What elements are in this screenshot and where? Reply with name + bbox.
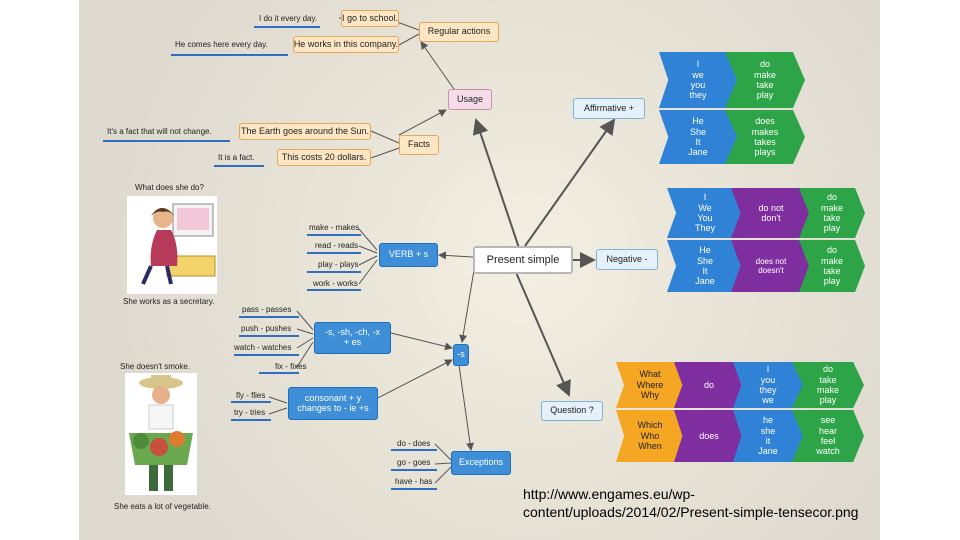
present-simple-center-node: Present simple <box>473 246 573 274</box>
facts-node: Facts <box>399 135 439 155</box>
negative-subject-2: He She It Jane <box>667 240 743 292</box>
exceptions-example-3: have - has <box>395 477 433 486</box>
farmer-with-vegetables-illustration <box>125 373 197 495</box>
facts-example-4: This costs 20 dollars. <box>277 149 371 166</box>
secretary-illustration <box>127 196 217 294</box>
facts-example-1: It's a fact that will not change. <box>107 127 212 136</box>
negative-aux-2: does not doesn't <box>731 240 811 292</box>
question-node: Question ? <box>541 401 603 421</box>
s-example-1: pass - passes <box>242 305 292 314</box>
caption-answer-2: She eats a lot of vegetable. <box>114 502 211 511</box>
affirmative-verb-2: does makes takes plays <box>725 110 805 164</box>
s-node: -s <box>453 344 469 366</box>
exceptions-example-2: go - goes <box>397 458 431 467</box>
mind-map-panel: I do it every day. I go to school. He co… <box>79 0 880 540</box>
verb-example-1: make - makes <box>309 223 360 232</box>
verb-s-node: VERB + s <box>379 243 438 267</box>
question-aux-1: do <box>674 362 744 408</box>
s-sh-ch-x-rule-node: -s, -sh, -ch, -x + es <box>314 322 391 354</box>
affirmative-verb-1: do make take play <box>725 52 805 108</box>
caption-answer-1: She works as a secretary. <box>123 297 215 306</box>
affirmative-subject-1: I we you they <box>659 52 737 108</box>
question-aux-2: does <box>674 410 744 462</box>
exceptions-node: Exceptions <box>451 451 511 475</box>
negative-subject-1: I We You They <box>667 188 743 238</box>
question-wh-2: Which Who When <box>616 410 684 462</box>
y-example-1: fly - flies <box>236 391 266 400</box>
caption-question-2: She doesn't smoke. <box>120 362 191 371</box>
regular-actions-node: Regular actions <box>419 22 499 42</box>
negative-node: Negative - <box>596 249 658 270</box>
s-example-4: fix - fixes <box>275 362 307 371</box>
question-verb-2: see hear feel watch <box>792 410 864 462</box>
usage-example-2: I go to school. <box>341 10 399 27</box>
usage-example-1: I do it every day. <box>259 14 318 23</box>
facts-example-2: The Earth goes around the Sun. <box>239 123 371 140</box>
usage-node: Usage <box>448 89 492 110</box>
question-verb-1: do take make play <box>792 362 864 408</box>
connector-lines <box>103 17 616 490</box>
negative-verb-1: do make take play <box>799 188 865 238</box>
verb-example-2: read - reads <box>315 241 359 250</box>
usage-example-4: He works in this company. <box>293 36 399 53</box>
consonant-y-rule-node: consonant + y changes to - ie +s <box>288 387 378 420</box>
caption-question-1: What does she do? <box>135 183 204 192</box>
verb-example-4: work - works <box>313 279 358 288</box>
y-example-2: try - tries <box>234 408 266 417</box>
facts-example-3: It is a fact. <box>218 153 255 162</box>
verb-example-3: play - plays <box>318 260 359 269</box>
question-wh-1: What Where Why <box>616 362 684 408</box>
negative-aux-1: do not don't <box>731 188 811 238</box>
affirmative-subject-2: He She It Jane <box>659 110 737 164</box>
negative-verb-2: do make take play <box>799 240 865 292</box>
affirmative-node: Affirmative + <box>573 98 645 119</box>
question-subject-2: he she it Jane <box>733 410 803 462</box>
usage-example-3: He comes here every day. <box>175 40 268 49</box>
exceptions-example-1: do - does <box>397 439 431 448</box>
s-example-3: watch - watches <box>234 343 292 352</box>
s-example-2: push - pushes <box>241 324 292 333</box>
question-subject-1: I you they we <box>733 362 803 408</box>
source-url-text: http://www.engames.eu/wp- content/upload… <box>523 486 859 520</box>
